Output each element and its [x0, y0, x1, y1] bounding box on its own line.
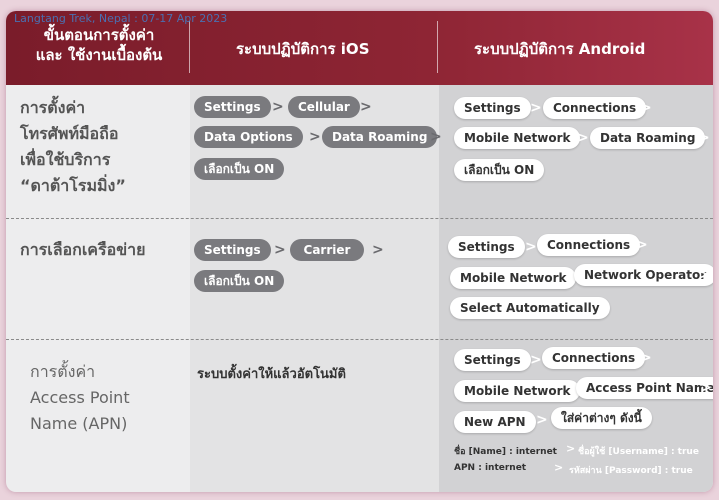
header-divider [437, 21, 438, 73]
android-step-data-roaming: Data Roaming [590, 127, 706, 149]
arrow-icon: > [698, 267, 710, 283]
arrow-icon: > [567, 381, 579, 397]
arrow-icon: > [640, 100, 652, 116]
apn-note-name: ชื่อ [Name] : internet [454, 447, 557, 457]
row-label-line: เพื่อใช้บริการ [20, 150, 111, 169]
arrow-icon: > [272, 99, 284, 115]
row-label-line: การตั้งค่า [30, 362, 96, 381]
header-ios: ระบบปฏิบัติการ iOS [236, 40, 370, 58]
roaming-guide-card: ขั้นตอนการตั้งค่า และ ใช้งานเบื้องต้น ระ… [6, 11, 713, 492]
arrow-icon: > [372, 242, 384, 258]
android-step-mobile-network: Mobile Network [454, 380, 581, 402]
android-step-connections: Connections [543, 97, 647, 119]
ios-apn-auto-text: ระบบตั้งค่าให้แล้วอัตโนมัติ [197, 367, 346, 382]
android-step-on: เลือกเป็น ON [454, 159, 545, 181]
ios-step-carrier: Carrier [290, 239, 364, 261]
arrow-icon: > [274, 242, 286, 258]
header-steps: ขั้นตอนการตั้งค่า และ ใช้งานเบื้องต้น [14, 25, 184, 65]
row-label-data-roaming: การตั้งค่า โทรศัพท์มือถือ เพื่อใช้บริการ… [20, 95, 126, 199]
ios-step-data-options: Data Options [194, 126, 303, 148]
ios-step-cellular: Cellular [288, 96, 360, 118]
android-step-mobile-network: Mobile Network [450, 267, 577, 289]
header-divider [189, 21, 190, 73]
row-label-line: Access Point [30, 388, 130, 407]
android-step-network-operator: Network Operator [574, 264, 713, 286]
android-step-settings: Settings [448, 236, 525, 258]
android-step-connections: Connections [537, 234, 641, 256]
table-header: ขั้นตอนการตั้งค่า และ ใช้งานเบื้องต้น ระ… [6, 11, 713, 85]
android-step-settings: Settings [454, 97, 531, 119]
arrow-icon: > [566, 442, 576, 455]
arrow-icon: > [530, 352, 542, 368]
row-label-line: การเลือกเครือข่าย [20, 240, 146, 259]
arrow-icon: > [640, 350, 652, 366]
row-label-network: การเลือกเครือข่าย [20, 237, 146, 263]
android-step-settings: Settings [454, 349, 531, 371]
arrow-icon: > [360, 99, 372, 115]
apn-note-apn: APN : internet [454, 463, 527, 473]
arrow-icon: > [700, 380, 712, 396]
row-label-line: “ดาต้าโรมมิ่ง” [20, 176, 126, 195]
apn-note-password: รหัสผ่าน [Password] : true [569, 466, 693, 476]
arrow-icon: > [564, 268, 576, 284]
arrow-icon: > [430, 129, 442, 145]
ios-step-on: เลือกเป็น ON [194, 270, 285, 292]
row-separator [6, 218, 713, 219]
ios-step-settings: Settings [194, 239, 271, 261]
android-step-mobile-network: Mobile Network [454, 127, 581, 149]
ios-step-settings: Settings [194, 96, 271, 118]
arrow-icon: > [530, 100, 542, 116]
ios-step-on: เลือกเป็น ON [194, 158, 285, 180]
arrow-icon: > [698, 130, 710, 146]
arrow-icon: > [525, 239, 537, 255]
photo-timestamp-watermark: Langtang Trek, Nepal : 07-17 Apr 2023 [14, 12, 228, 25]
arrow-icon: > [536, 412, 548, 428]
header-steps-line1: ขั้นตอนการตั้งค่า [43, 26, 155, 44]
android-step-connections: Connections [542, 347, 646, 369]
arrow-icon: > [554, 461, 564, 474]
header-steps-line2: และ ใช้งานเบื้องต้น [35, 46, 163, 64]
row-label-line: Name (APN) [30, 414, 128, 433]
arrow-icon: > [636, 237, 648, 253]
android-step-access-point-name: Access Point Name [576, 377, 713, 399]
android-step-enter-values: ใส่ค่าต่างๆ ดังนี้ [551, 407, 652, 429]
row-label-line: การตั้งค่า [20, 98, 86, 117]
arrow-icon: > [309, 129, 321, 145]
row-label-apn: การตั้งค่า Access Point Name (APN) [30, 359, 130, 437]
apn-note-username: ชื่อผู้ใช้ [Username] : true [578, 447, 699, 457]
row-label-line: โทรศัพท์มือถือ [20, 124, 119, 143]
header-android: ระบบปฏิบัติการ Android [474, 40, 646, 58]
android-step-select-auto: Select Automatically [450, 297, 610, 319]
arrow-icon: > [577, 130, 589, 146]
ios-step-data-roaming: Data Roaming [322, 126, 438, 148]
row-separator [6, 339, 713, 340]
android-step-new-apn: New APN [454, 411, 536, 433]
